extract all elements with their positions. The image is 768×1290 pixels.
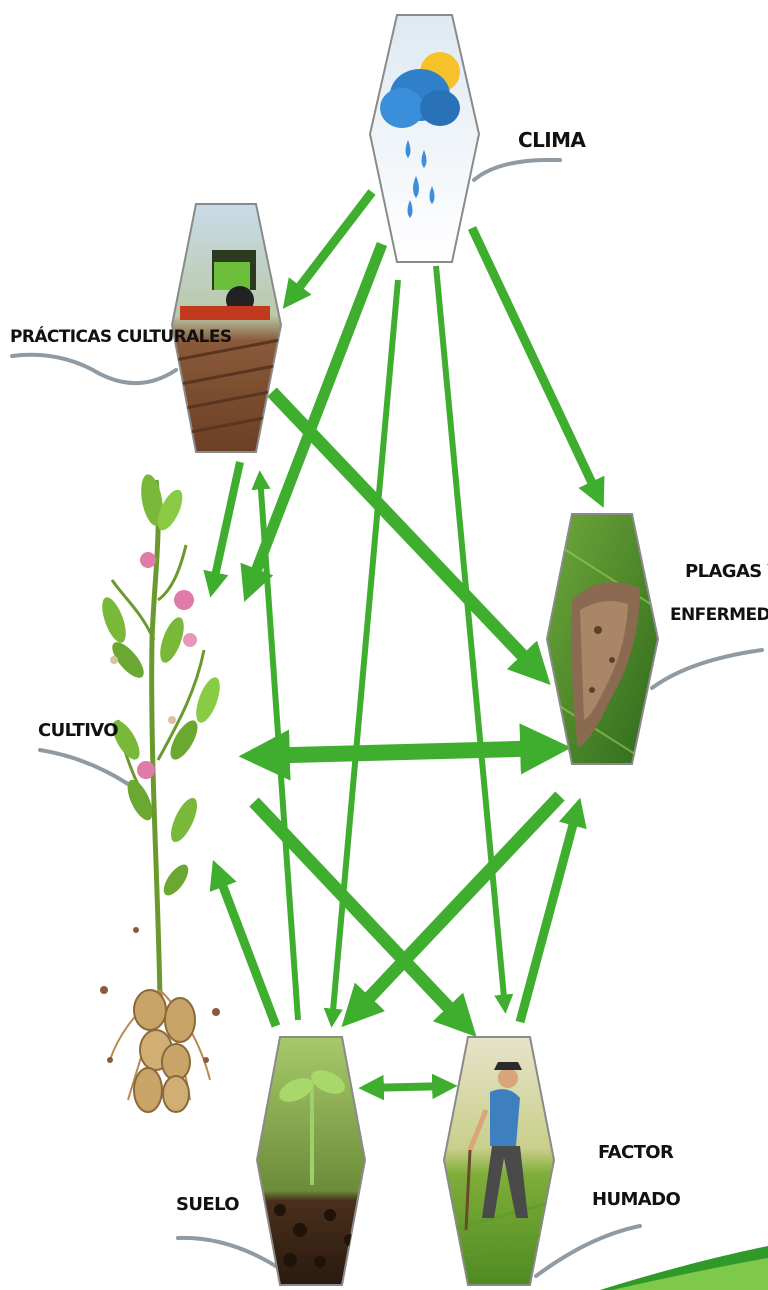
practicas-swoosh (12, 355, 176, 383)
suelo-node (257, 1037, 365, 1285)
arrow-clima-to-practicas (288, 192, 372, 302)
cultivo-swoosh (40, 750, 134, 788)
arrow-cultivo-to-factor (254, 802, 468, 1028)
arrow-cultivo-plagas (254, 748, 556, 756)
arrow-suelo-factor (366, 1086, 450, 1088)
plagas-swoosh (652, 650, 762, 688)
cultivo-node (97, 473, 224, 1112)
arrow-suelo-to-cultivo (216, 868, 276, 1026)
factor-label-line1: FACTOR (598, 1142, 674, 1163)
plagas-node (547, 514, 660, 770)
clima-swoosh (474, 160, 560, 180)
clima-node (370, 15, 479, 262)
factor-label-line2: HUMADO (592, 1189, 680, 1210)
cultivo-label: CULTIVO (38, 720, 118, 741)
factor-swoosh (536, 1226, 640, 1276)
arrow-practicas-to-plagas (272, 392, 542, 676)
arrow-clima-to-plagas (472, 228, 600, 500)
potato-plant-icon (97, 473, 224, 1112)
factor-node (444, 1037, 560, 1285)
suelo-swoosh (178, 1238, 282, 1270)
clima-label: CLIMA (518, 128, 586, 152)
plagas-label-line1: PLAGAS Y (685, 561, 768, 582)
practicas-label: PRÁCTICAS CULTURALES (10, 325, 232, 347)
plagas-label-line2: ENFERMEDADES (670, 605, 768, 625)
arrow-practicas-to-cultivo (212, 462, 240, 590)
suelo-label: SUELO (176, 1194, 239, 1215)
corner-swoosh-light (612, 1258, 768, 1290)
